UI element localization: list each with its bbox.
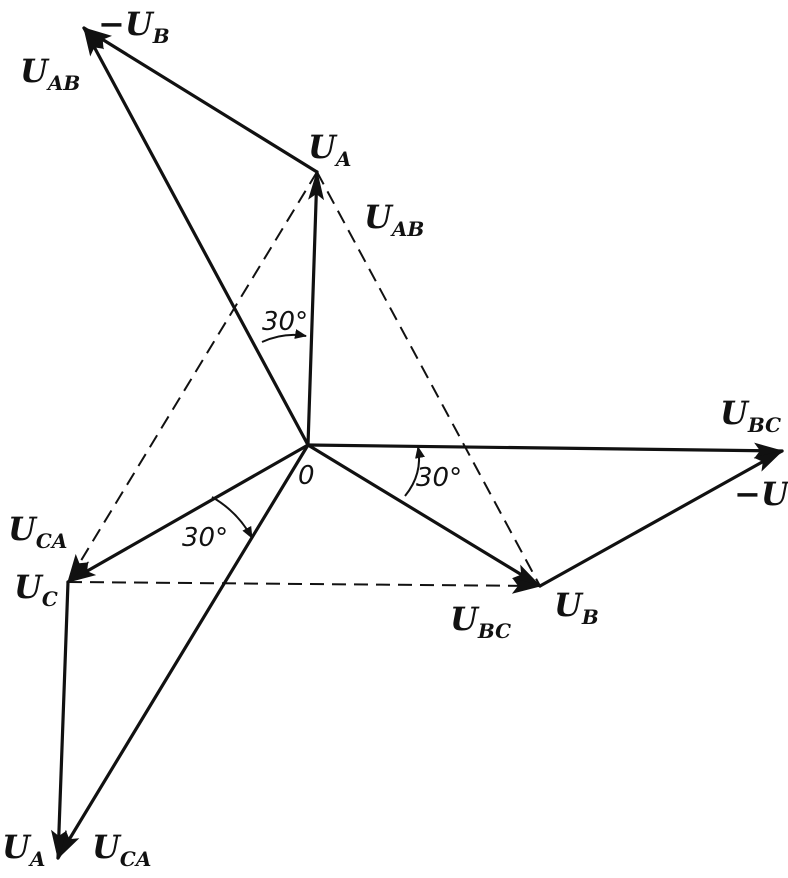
vector-ubc	[306, 442, 784, 459]
angle-arc-top	[261, 329, 307, 343]
dashed-ubc	[67, 577, 542, 594]
label-ubc-bottom: UBC	[450, 600, 511, 643]
label-ub-right: UB	[554, 586, 599, 629]
label-origin: 0	[298, 461, 315, 491]
label-angle-right: 30°	[416, 463, 462, 493]
vector-ub	[306, 443, 542, 588]
vector-uca	[56, 443, 310, 860]
label-uab-mid: UAB	[364, 198, 424, 241]
label-uc-left: UC	[14, 568, 58, 611]
vector-neg-uc	[538, 449, 784, 588]
label-angle-left: 30°	[182, 523, 228, 553]
label-angle-top: 30°	[262, 307, 308, 337]
label-uab-top: UAB	[20, 52, 80, 95]
dashed-uab	[316, 171, 541, 587]
label-ua-bottom: UA	[2, 828, 45, 871]
label-uca-bottom: UCA	[92, 828, 151, 871]
label-ua-top: UA	[308, 128, 351, 171]
label-neg-uc: −UC	[734, 475, 788, 518]
vector-uab	[82, 26, 310, 447]
vector-uc	[66, 443, 310, 584]
dashed-uca	[66, 171, 318, 584]
vector-ua	[306, 170, 325, 447]
angle-arc-right	[404, 446, 425, 497]
label-ubc-right: UBC	[720, 394, 781, 437]
label-neg-ub: −UB	[98, 5, 170, 48]
angle-arc-left	[211, 496, 253, 539]
vector-ua-bottom	[51, 580, 70, 860]
vector-neg-ub	[82, 26, 319, 174]
label-uca-left: UCA	[8, 510, 67, 553]
